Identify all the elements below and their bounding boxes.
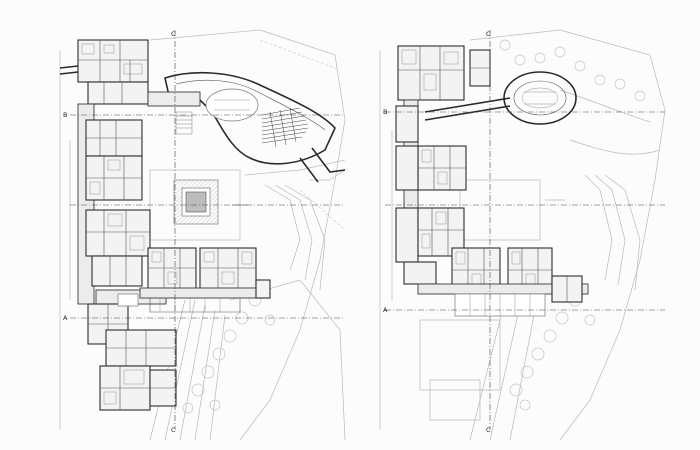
auditorium-left xyxy=(164,72,346,183)
axis-label-top: C xyxy=(171,30,176,38)
axis-label-a: A xyxy=(63,314,68,322)
east-blocks-right xyxy=(417,247,589,317)
west-wing-left xyxy=(77,103,151,305)
axis-label-bottom-right: C xyxy=(486,426,491,434)
oval-hall-right xyxy=(424,71,577,125)
section-axes-right: C B A C xyxy=(383,30,665,434)
plan-upper: C B A C xyxy=(379,29,666,441)
courtyard-left xyxy=(149,169,248,241)
top-block-right xyxy=(397,45,491,101)
axis-label-top-right: C xyxy=(486,30,491,38)
axis-label-bottom: C xyxy=(171,426,176,434)
plan-ground: C B A C xyxy=(59,29,346,441)
axis-label-b-right: B xyxy=(383,108,387,116)
auditorium-seating xyxy=(261,107,309,148)
top-block-left xyxy=(59,39,201,107)
axis-label-b: B xyxy=(63,111,67,119)
trees-right xyxy=(499,39,646,411)
axis-label-a-right: A xyxy=(383,306,388,314)
southwest-wing-left xyxy=(87,289,177,411)
east-blocks-left xyxy=(139,247,271,313)
site-context-right xyxy=(379,29,666,441)
section-axes-left: C B A C xyxy=(63,30,345,434)
west-wing-right xyxy=(395,99,467,285)
